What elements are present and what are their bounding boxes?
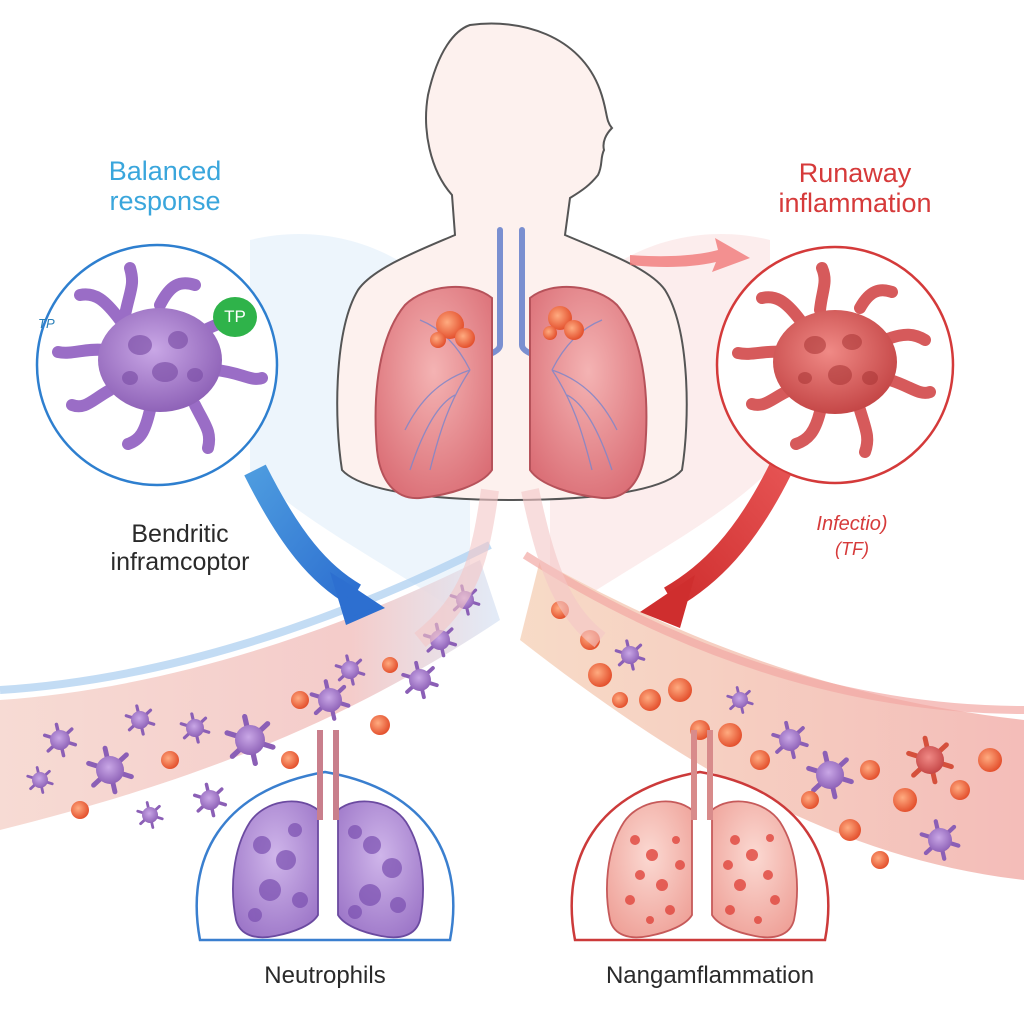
inflamed-lungs-caption: Nangamflammation [605,962,815,989]
orange-cell-icon [893,788,917,812]
purple-cell-icon [136,801,164,829]
purple-cell-icon [771,720,809,760]
flow-streams [414,488,606,648]
orange-cell-icon [668,678,692,702]
orange-cell-icon [161,751,179,769]
purple-cell-icon [192,782,228,818]
tp-small-label: TP [38,316,55,331]
inflamed-cell-icon [732,262,936,458]
purple-cell-icon [401,660,439,700]
left-blood-vessel [0,541,500,830]
balanced-response-title: Balanced response [108,156,222,217]
inflamed-lungs-magnifier [570,730,830,942]
orange-cell-icon [718,723,742,747]
infection-sub-label: (TF) [835,539,869,560]
balanced-arrow-icon [244,464,385,625]
purple-cell-icon [42,722,78,758]
right-blood-vessel [520,551,1024,880]
orange-cell-icon [71,801,89,819]
purple-cell-icon [614,639,646,671]
purple-cell-icon [334,654,366,686]
purple-cell-icon [919,819,961,861]
orange-cell-icon [801,791,819,809]
orange-cell-icon [281,751,299,769]
orange-cell-icon [291,691,309,709]
orange-cell-icon [382,657,398,673]
orange-cell-icon [639,689,661,711]
orange-cell-icon [750,750,770,770]
orange-cell-icon [612,692,628,708]
purple-cell-icon [726,686,754,714]
orange-cell-icon [588,663,612,687]
runaway-cell-magnifier [715,245,955,485]
red-cell-icon [906,735,954,785]
runaway-arrow-icon [640,464,791,628]
dendritic-caption: Bendritic inframcoptor [110,520,250,576]
purple-cell-icon [26,766,54,794]
orange-cell-icon [860,760,880,780]
tp-badge: TP [213,297,257,337]
infection-cluster-icon [430,306,584,348]
small-arrow-icon [630,238,750,272]
runaway-inflammation-title: Runaway inflammation [778,158,932,219]
orange-cell-icon [871,851,889,869]
infection-label: Infectio) (TF) [792,513,912,560]
purple-cell-icon [179,712,211,744]
purple-cell-icon [86,745,134,795]
purple-cell-icon [224,713,276,767]
orange-cell-icon [978,748,1002,772]
neutrophils-lungs-icon [232,730,424,939]
neutrophils-lungs-magnifier [195,730,455,942]
balanced-cell-magnifier [35,243,279,487]
purple-cell-icon [806,750,854,800]
purple-cell-icon [309,679,351,721]
orange-cell-icon [370,715,390,735]
central-lungs-icon [374,285,648,500]
neutrophils-caption: Neutrophils [264,962,386,989]
orange-cell-icon [950,780,970,800]
inflamed-lungs-icon [606,730,798,939]
orange-cell-icon [839,819,861,841]
purple-cell-icon [124,704,156,736]
